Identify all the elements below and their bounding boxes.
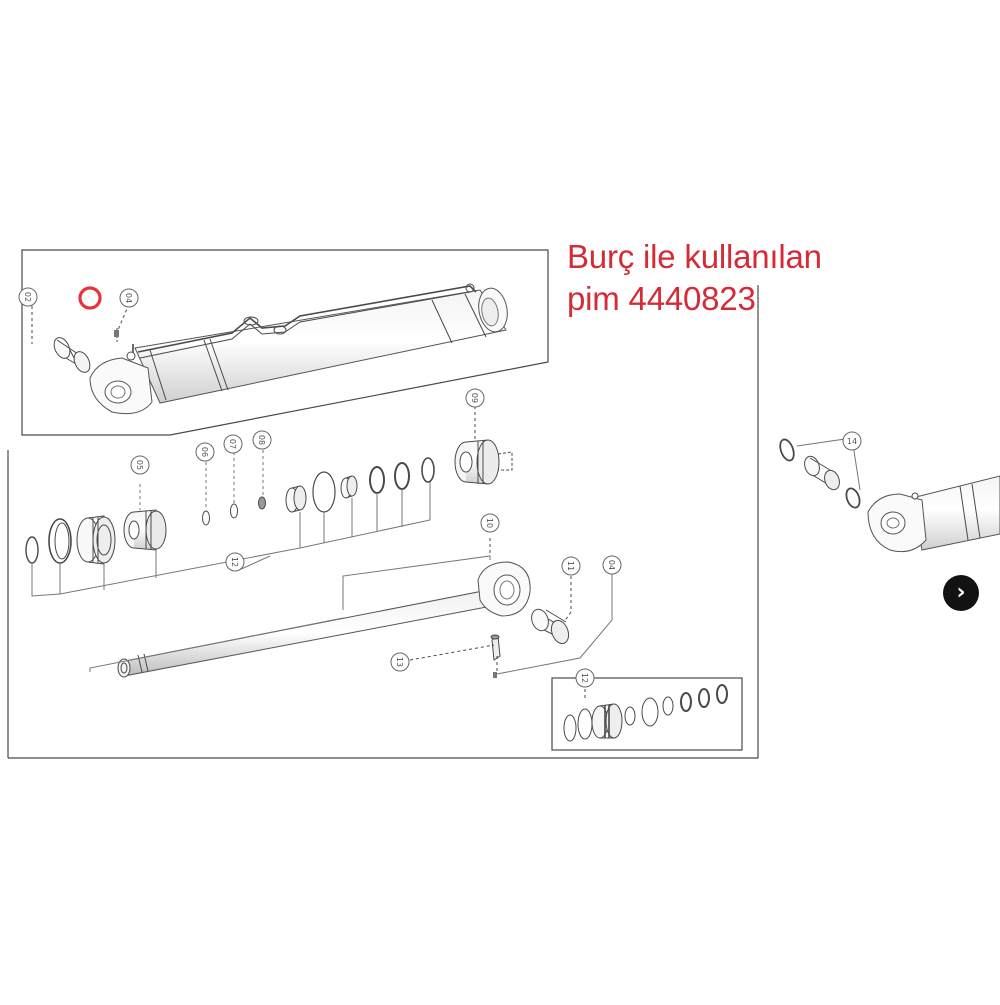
callout-02: 02 [18, 287, 38, 307]
callout-10: 10 [480, 513, 500, 533]
callout-12-main: 12 [225, 552, 245, 572]
highlight-circle [78, 286, 102, 310]
rod-bushing [531, 608, 570, 645]
callout-05: 05 [130, 455, 150, 475]
svg-text:10: 10 [485, 518, 494, 528]
svg-text:12: 12 [580, 673, 589, 683]
svg-text:14: 14 [847, 437, 857, 446]
next-image-button[interactable]: › [943, 575, 979, 611]
callout-04-right: 04 [602, 555, 622, 575]
part-annotation: Burç ile kullanılan pim 4440823 [567, 236, 867, 320]
main-frame [7, 285, 759, 759]
callout-11: 11 [561, 556, 581, 576]
seal-kit-row [25, 457, 435, 565]
svg-text:04: 04 [607, 560, 616, 570]
callout-07: 07 [223, 434, 243, 454]
callout-09: 09 [465, 388, 485, 408]
svg-text:04: 04 [124, 293, 133, 303]
svg-text:02: 02 [23, 292, 32, 302]
svg-text:05: 05 [135, 460, 144, 470]
callout-13: 13 [390, 652, 410, 672]
svg-text:13: 13 [395, 657, 404, 667]
piston [454, 439, 513, 485]
callout-labels: 02 04 09 05 06 07 08 12 [18, 287, 862, 688]
svg-text:11: 11 [566, 561, 575, 571]
svg-text:07: 07 [228, 439, 237, 449]
callout-04-top: 04 [119, 288, 139, 308]
annotation-line-1: Burç ile kullanılan [567, 238, 822, 275]
svg-text:12: 12 [230, 557, 239, 567]
svg-text:08: 08 [257, 435, 266, 445]
top-inset-frame [21, 249, 549, 436]
svg-text:09: 09 [470, 393, 479, 403]
seal-kit-inset [551, 677, 743, 751]
svg-text:06: 06 [200, 447, 209, 457]
callout-08: 08 [252, 430, 272, 450]
right-partial-cylinder [779, 438, 1000, 553]
callout-14: 14 [842, 431, 862, 451]
cylinder-barrel [53, 283, 508, 415]
callout-12-inset: 12 [575, 668, 595, 688]
seal-kit-inset-parts [563, 684, 728, 742]
piston-rod [117, 561, 531, 678]
callout-06: 06 [195, 442, 215, 462]
annotation-line-2: pim 4440823 [567, 280, 756, 317]
chevron-right-icon: › [956, 580, 966, 605]
